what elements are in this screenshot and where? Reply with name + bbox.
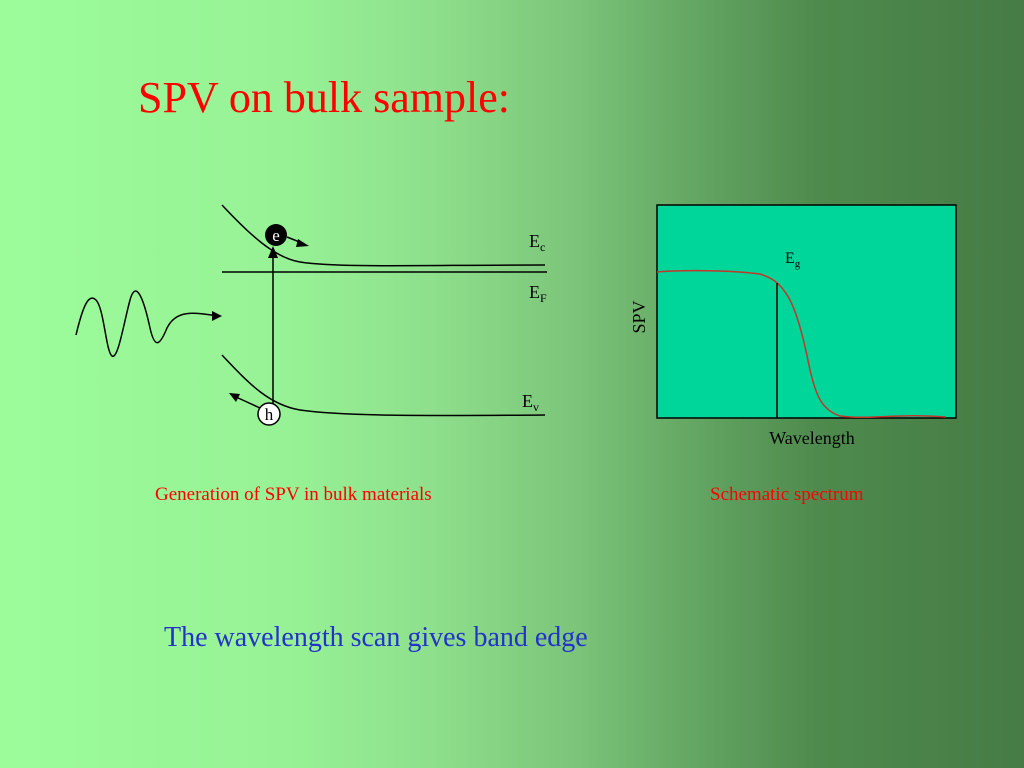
fermi-level-label: EF <box>529 282 547 305</box>
band-diagram-caption: Generation of SPV in bulk materials <box>155 484 432 505</box>
hole-circle <box>257 402 281 426</box>
spectrum-x-axis-label: Wavelength <box>769 428 855 448</box>
hole-label: h <box>265 405 274 424</box>
light-arrowhead <box>212 311 222 321</box>
slide-title: SPV on bulk sample: <box>138 73 511 122</box>
electron-label: e <box>272 226 280 245</box>
hole-drift-arrowhead <box>229 393 240 402</box>
band-gap-label: Eg <box>785 250 801 270</box>
spectrum-y-axis-label: SPV <box>629 300 649 333</box>
light-wave <box>75 290 219 357</box>
conduction-band-curve <box>221 204 546 267</box>
spectrum-plot-area <box>656 204 957 419</box>
conclusion-text: The wavelength scan gives band edge <box>164 622 588 653</box>
valence-band-curve <box>221 354 546 417</box>
electron-circle <box>265 224 287 246</box>
spectrum-caption: Schematic spectrum <box>710 484 864 505</box>
spectrum-curve <box>656 269 947 419</box>
hole-drift-arrow <box>235 396 261 409</box>
conduction-band-label: Ec <box>529 231 545 254</box>
excitation-arrowhead <box>268 246 278 258</box>
electron-drift-arrowhead <box>296 239 309 247</box>
valence-band-label: Ev <box>522 391 539 414</box>
